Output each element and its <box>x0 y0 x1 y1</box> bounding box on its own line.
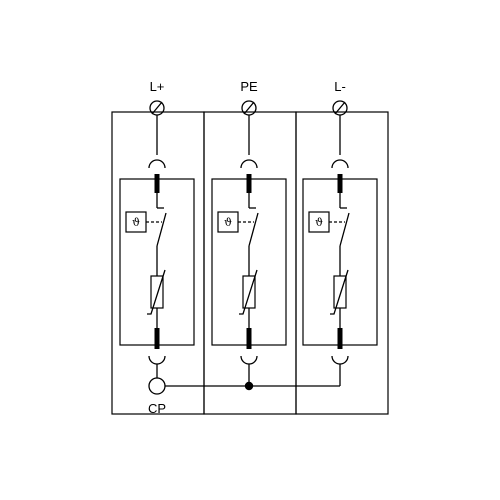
thermal-symbol: ϑ <box>315 216 323 229</box>
pole-label-l-minus: L- <box>334 79 346 94</box>
junction-dot <box>244 381 254 391</box>
fuse-top <box>154 174 160 193</box>
terminal-slash <box>243 101 255 115</box>
thermal-symbol: ϑ <box>224 216 232 229</box>
varistor-slash <box>239 269 258 315</box>
switch-blade <box>339 212 350 247</box>
switch-blade <box>156 212 167 247</box>
plug-contact-bottom <box>148 355 166 365</box>
thermal-symbol: ϑ <box>132 216 140 229</box>
module-frame-l-plus <box>111 111 205 415</box>
pole-l-minus: L-ϑ <box>302 79 378 386</box>
module-frame-l-minus <box>295 111 389 415</box>
plug-contact-top <box>240 159 258 169</box>
fuse-bottom <box>337 328 343 349</box>
pole-label-l-plus: L+ <box>150 79 165 94</box>
varistor-slash <box>147 269 166 315</box>
terminal-slash <box>151 101 163 115</box>
module-frame-pe <box>203 111 297 415</box>
terminal-slash <box>334 101 346 115</box>
varistor-slash <box>330 269 349 315</box>
plug-contact-top <box>148 159 166 169</box>
fuse-bottom <box>154 328 160 349</box>
fuse-bottom <box>246 328 252 349</box>
fuse-top <box>337 174 343 193</box>
cp-label: CP <box>148 401 166 416</box>
pole-l-plus: L+ ϑ <box>119 79 195 378</box>
cp-terminal <box>148 377 166 395</box>
fuse-top <box>246 174 252 193</box>
pole-label-pe: PE <box>240 79 258 94</box>
plug-contact-bottom <box>331 355 349 365</box>
pole-pe: PE ϑ <box>211 79 287 386</box>
switch-blade <box>248 212 259 247</box>
plug-contact-top <box>331 159 349 169</box>
plug-contact-bottom <box>240 355 258 365</box>
